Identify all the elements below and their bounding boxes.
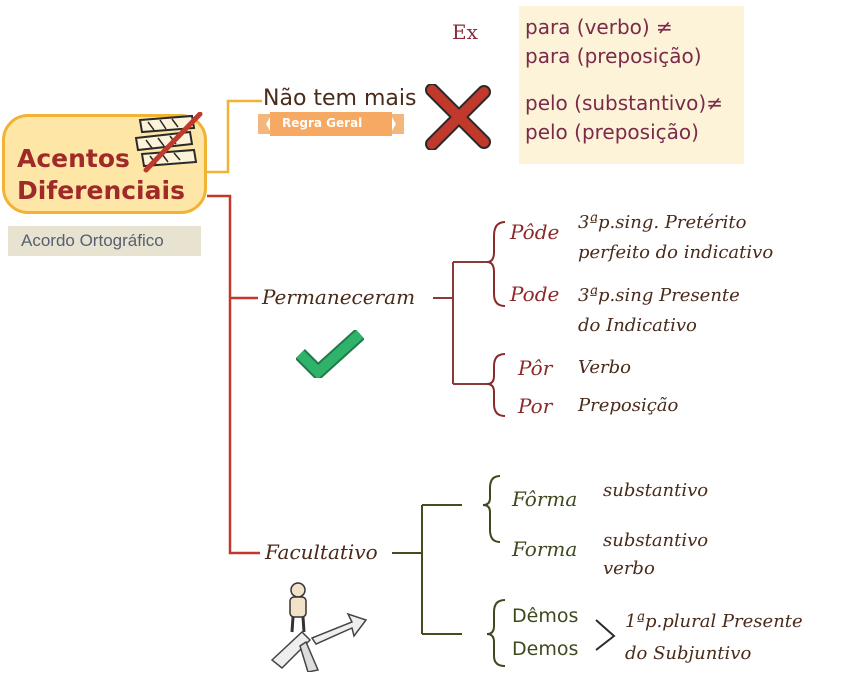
example-box — [519, 6, 744, 164]
label-facultativo: Facultativo — [265, 540, 378, 564]
word-pode-accent: Pôde — [510, 220, 560, 244]
subtitle-text: Acordo Ortográfico — [21, 231, 164, 250]
word-por-accent: Pôr — [518, 356, 553, 380]
brace-pode — [486, 221, 506, 307]
subtitle-box — [8, 226, 201, 256]
desc-line: substantivo — [603, 480, 709, 501]
desc-line: perfeito do indicativo — [578, 242, 774, 263]
ribbon-text: Regra Geral — [282, 116, 363, 130]
connector-facultativo-groups — [392, 504, 462, 635]
main-title-line2: Diferenciais — [17, 176, 185, 205]
desc-line: Verbo — [578, 357, 631, 378]
greater-than-icon — [595, 619, 616, 651]
example-line: para (verbo) ≠ — [525, 15, 673, 39]
word-forma-accent: Fôrma — [512, 487, 578, 511]
connector-permaneceram-groups — [433, 261, 488, 385]
ribbon-regra-geral — [258, 112, 404, 136]
cross-icon — [425, 84, 491, 150]
word-por: Por — [518, 394, 553, 418]
word-demos: Demos — [512, 638, 579, 660]
connector-nao-tem-mais — [207, 99, 262, 174]
crossed-accent-icon — [134, 112, 203, 173]
example-line: pelo (substantivo)≠ — [525, 91, 723, 115]
word-demos-accent: Dêmos — [512, 605, 579, 627]
desc-line: Preposição — [578, 395, 679, 416]
brace-forma — [482, 475, 501, 543]
example-prefix: Ex — [452, 20, 478, 44]
brace-demos — [486, 599, 506, 667]
example-line: para (preposição) — [525, 44, 702, 68]
label-permaneceram: Permaneceram — [262, 285, 416, 309]
desc-line: substantivo — [603, 530, 709, 551]
crossroads-person-icon — [270, 582, 368, 672]
label-nao-tem-mais: Não tem mais — [263, 86, 417, 111]
main-title-line1: Acentos — [17, 144, 130, 173]
word-forma: Forma — [512, 537, 578, 561]
desc-line: do Subjuntivo — [625, 643, 752, 664]
desc-line: 1ªp.plural Presente — [625, 611, 803, 632]
desc-line: 3ªp.sing Presente — [578, 285, 740, 306]
desc-line: 3ªp.sing. Pretérito — [578, 212, 747, 233]
check-icon — [296, 330, 364, 378]
desc-line: verbo — [603, 558, 655, 579]
desc-line: do Indicativo — [578, 315, 697, 336]
connector-trunk — [207, 194, 260, 555]
example-line: pelo (preposição) — [525, 120, 699, 144]
brace-por — [486, 353, 506, 417]
word-pode: Pode — [510, 282, 560, 306]
